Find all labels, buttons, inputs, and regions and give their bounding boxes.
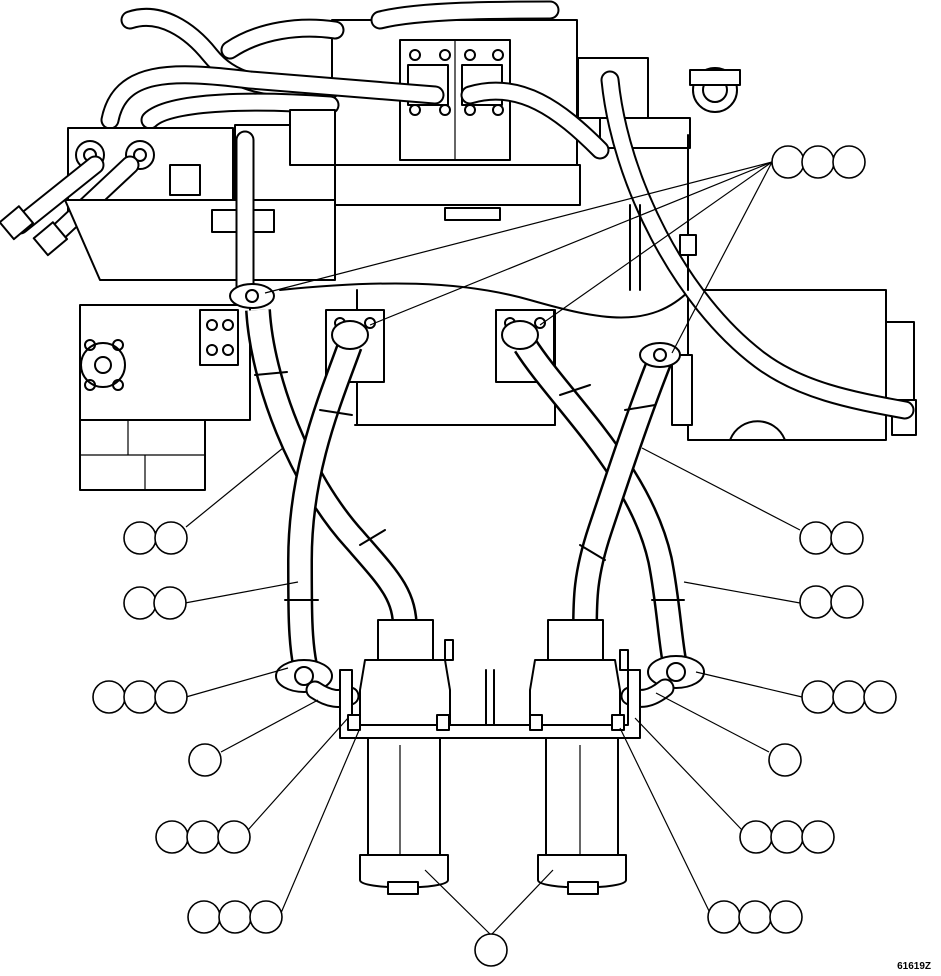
upper-assembly: [0, 0, 917, 491]
callout-group-left-3: [92, 680, 188, 714]
callout-group-right-6: [707, 900, 803, 934]
callout-group-right-3: [801, 680, 897, 714]
callout-bubble: [188, 743, 222, 777]
callout-bubble: [799, 585, 833, 619]
callout-bubble: [123, 521, 157, 555]
callout-bubble: [738, 900, 772, 934]
callout-bubble: [92, 680, 126, 714]
callout-group-left-5: [155, 820, 251, 854]
callout-bubble: [154, 680, 188, 714]
figure-code: 61619Z: [897, 961, 931, 972]
callout-bubble: [474, 933, 508, 967]
callout-bubble: [123, 680, 157, 714]
callout-bubble: [123, 586, 157, 620]
callout-group-bottom: [474, 933, 508, 967]
callout-group-right-1: [799, 521, 864, 555]
callout-bubble: [830, 585, 864, 619]
callout-bubble: [770, 820, 804, 854]
callout-bubble: [739, 820, 773, 854]
callout-bubble: [830, 521, 864, 555]
callout-bubble: [799, 521, 833, 555]
callout-bubble: [832, 145, 866, 179]
callout-bubble: [707, 900, 741, 934]
callout-bubble: [186, 820, 220, 854]
callout-group-right-2: [799, 585, 864, 619]
callout-bubble: [249, 900, 283, 934]
callout-group-left-4: [188, 743, 222, 777]
callout-group-right-4: [768, 743, 802, 777]
callout-group-right-5: [739, 820, 835, 854]
callout-group-left-2: [123, 586, 187, 620]
callout-bubble: [771, 145, 805, 179]
callout-bubble: [154, 521, 188, 555]
callout-group-left-1: [123, 521, 188, 555]
leader-lines: [184, 161, 803, 936]
callouts: [92, 145, 897, 967]
callout-bubble: [801, 820, 835, 854]
callout-bubble: [218, 900, 252, 934]
callout-bubble: [801, 680, 835, 714]
callout-bubble: [187, 900, 221, 934]
callout-bubble: [863, 680, 897, 714]
hoses: [229, 283, 705, 708]
callout-group-upper-right: [771, 145, 866, 179]
callout-bubble: [801, 145, 835, 179]
callout-bubble: [153, 586, 187, 620]
callout-group-left-6: [187, 900, 283, 934]
callout-bubble: [832, 680, 866, 714]
filter-assembly: [339, 619, 641, 895]
callout-bubble: [217, 820, 251, 854]
callout-bubble: [768, 743, 802, 777]
callout-bubble: [769, 900, 803, 934]
callout-bubble: [155, 820, 189, 854]
